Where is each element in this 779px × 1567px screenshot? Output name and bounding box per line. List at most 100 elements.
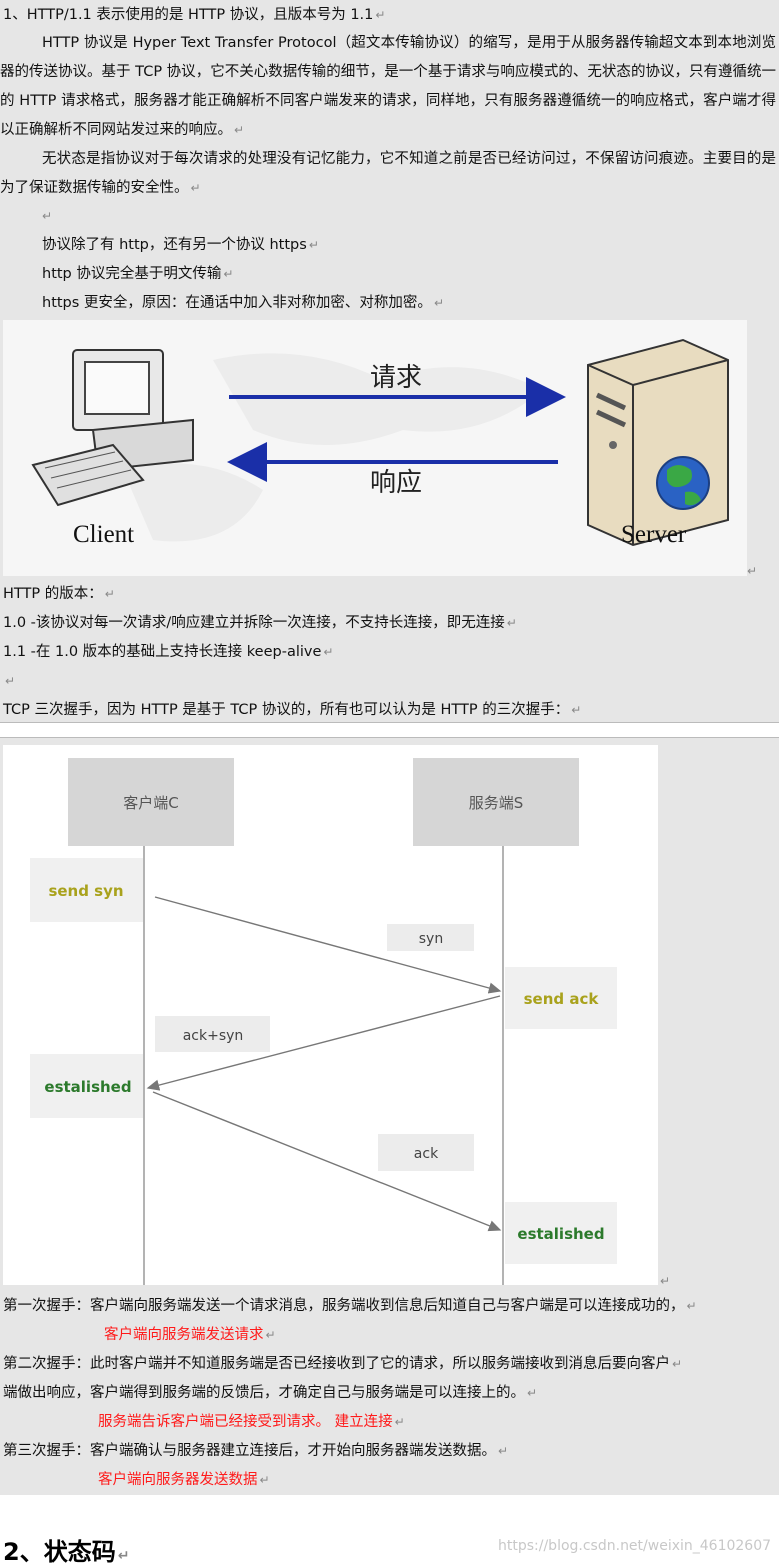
paragraph-mark: ↵ <box>42 209 53 223</box>
paragraph-mark: ↵ <box>234 123 245 137</box>
version-1-0: 1.0 -该协议对每一次请求/响应建立并拆除一次连接，不支持长连接，即无连接↵ <box>3 613 517 637</box>
server-header-box <box>413 758 579 846</box>
second-handshake-line1: 第二次握手：此时客户端并不知道服务端是否已经接收到了它的请求，所以服务端接收到消… <box>3 1354 682 1378</box>
syn-label-box <box>387 924 474 951</box>
paragraph-mark: ↵ <box>672 1357 683 1371</box>
second-handshake-note: 服务端告诉客户端已经接受到请求。 建立连接↵ <box>98 1412 405 1436</box>
section1-heading: 1、HTTP/1.1 表示使用的是 HTTP 协议，且版本号为 1.1↵ <box>3 5 385 29</box>
paragraph-mark: ↵ <box>394 1415 405 1429</box>
tcp-intro-text: TCP 三次握手，因为 HTTP 是基于 TCP 协议的，所有也可以认为是 HT… <box>3 702 570 718</box>
server-header-label: 服务端S <box>469 794 524 812</box>
server-label: Server <box>621 521 687 548</box>
paragraph-mark: ↵ <box>308 238 319 252</box>
section2-title-text: 2、状态码 <box>3 1538 116 1566</box>
note-encryption: https 更安全，原因：在通话中加入非对称加密、对称加密。↵ <box>42 293 444 317</box>
note3-text: https 更安全，原因：在通话中加入非对称加密、对称加密。 <box>42 295 432 311</box>
paragraph-mark: ↵ <box>323 645 334 659</box>
paragraph-mark: ↵ <box>498 1444 509 1458</box>
ack-label-box <box>378 1134 474 1171</box>
p1-line-3: 的协议，只有遵循统一的 HTTP 请求格式，服务器才能正确解析不同客户端发来的请… <box>0 64 777 109</box>
third-handshake-note: 客户端向服务器发送数据↵ <box>98 1470 270 1494</box>
paragraph-mark: ↵ <box>104 587 115 601</box>
paragraph-mark: ↵ <box>571 703 582 717</box>
request-label: 请求 <box>370 363 422 393</box>
figure-end-mark: ↵ <box>658 1271 670 1295</box>
version-1-0-text: 1.0 -该协议对每一次请求/响应建立并拆除一次连接，不支持长连接，即无连接 <box>3 615 505 631</box>
world-map-shape-2 <box>123 463 263 542</box>
response-label: 响应 <box>370 468 422 498</box>
page-break-separator <box>0 722 779 738</box>
version-1-1-text: 1.1 -在 1.0 版本的基础上支持长连接 keep-alive <box>3 644 322 660</box>
send-ack-box <box>505 967 617 1029</box>
empty-line: ↵ <box>3 671 15 695</box>
client-established-box <box>30 1054 143 1118</box>
watermark: https://blog.csdn.net/weixin_46102607 <box>498 1538 772 1554</box>
first-handshake-note: 客户端向服务端发送请求↵ <box>104 1325 276 1349</box>
section2-title: 2、状态码↵ <box>3 1532 129 1567</box>
server-established-label: estalished <box>517 1225 604 1243</box>
paragraph-mark: ↵ <box>265 1328 276 1342</box>
send-ack-label: send ack <box>524 990 600 1008</box>
p1-line-1: HTTP 协议是 Hyper Text Transfer Protocol（超文… <box>42 35 733 51</box>
ack-syn-arrow <box>146 995 501 1091</box>
server-established-box <box>505 1202 617 1264</box>
note-plaintext: http 协议完全基于明文传输↵ <box>42 264 233 288</box>
third-handshake-note-text: 客户端向服务器发送数据 <box>98 1472 258 1488</box>
empty-line: ↵ <box>40 206 52 230</box>
paragraph-mark: ↵ <box>223 267 234 281</box>
paragraph-mark: ↵ <box>506 616 517 630</box>
p2-line-1: 无状态是指协议对于每次请求的处理没有记忆能力，它不知道之前是否已经访问过，不保留… <box>42 151 703 167</box>
syn-label: syn <box>419 931 443 947</box>
second-handshake-text-1: 第二次握手：此时客户端并不知道服务端是否已经接收到了它的请求，所以服务端接收到消… <box>3 1356 670 1372</box>
paragraph-mark: ↵ <box>433 296 444 310</box>
paragraph-mark: ↵ <box>686 1299 697 1313</box>
ack-syn-label-box <box>155 1016 270 1052</box>
paragraph-mark: ↵ <box>375 8 386 22</box>
version-1-1: 1.1 -在 1.0 版本的基础上支持长连接 keep-alive↵ <box>3 642 333 666</box>
versions-heading-text: HTTP 的版本： <box>3 586 103 602</box>
paragraph-mark: ↵ <box>747 564 758 578</box>
note2-text: http 协议完全基于明文传输 <box>42 266 222 282</box>
first-handshake: 第一次握手：客户端向服务端发送一个请求消息，服务端收到信息后知道自己与客户端是可… <box>3 1296 697 1320</box>
client-header-box <box>68 758 234 846</box>
ack-label: ack <box>414 1146 439 1162</box>
p2-line-2: 主要目的是为了保证数据传输的安全性。 <box>0 151 777 196</box>
server-icon <box>587 338 729 547</box>
send-syn-label: send syn <box>48 882 123 900</box>
stateless-paragraph: 无状态是指协议对于每次请求的处理没有记忆能力，它不知道之前是否已经访问过，不保留… <box>0 145 776 203</box>
figure-end-mark: ↵ <box>745 561 757 585</box>
computer-icon <box>31 349 194 507</box>
paragraph-mark: ↵ <box>660 1274 671 1288</box>
syn-arrow <box>154 896 502 994</box>
p1-line-4: 务器遵循统一的响应格式，客户端才得以正确解析不同网站发过来的响应。 <box>0 93 776 138</box>
paragraph-mark: ↵ <box>190 181 201 195</box>
world-map-shape <box>213 353 543 445</box>
third-handshake: 第三次握手：客户端确认与服务器建立连接后，才开始向服务器端发送数据。↵ <box>3 1441 508 1465</box>
paragraph-mark: ↵ <box>527 1386 538 1400</box>
first-handshake-note-text: 客户端向服务端发送请求 <box>104 1327 264 1343</box>
versions-heading: HTTP 的版本：↵ <box>3 584 115 608</box>
paragraph-mark: ↵ <box>259 1473 270 1487</box>
http-definition-paragraph: HTTP 协议是 Hyper Text Transfer Protocol（超文… <box>0 29 776 145</box>
section1-heading-text: 1、HTTP/1.1 表示使用的是 HTTP 协议，且版本号为 1.1 <box>3 7 374 23</box>
client-header-label: 客户端C <box>123 794 178 812</box>
note-https: 协议除了有 http，还有另一个协议 https↵ <box>42 235 319 259</box>
second-handshake-text-2: 端做出响应，客户端得到服务端的反馈后，才确定自己与服务端是可以连接上的。 <box>3 1385 525 1401</box>
client-server-figure: 请求 响应 Client Server <box>3 320 747 576</box>
ack-syn-label: ack+syn <box>183 1028 244 1044</box>
tcp-intro: TCP 三次握手，因为 HTTP 是基于 TCP 协议的，所有也可以认为是 HT… <box>3 700 581 724</box>
p1-line-2: 地浏览器的传送协议。基于 TCP 协议，它不关心数据传输的细节，是一个基于请求与… <box>0 35 776 80</box>
tcp-handshake-figure: 客户端C 服务端S send syn syn send ack ack+syn … <box>3 745 658 1285</box>
second-handshake-note-text: 服务端告诉客户端已经接受到请求。 建立连接 <box>98 1414 393 1430</box>
client-established-label: estalished <box>44 1078 131 1096</box>
paragraph-mark: ↵ <box>5 674 16 688</box>
second-handshake-line2: 端做出响应，客户端得到服务端的反馈后，才确定自己与服务端是可以连接上的。↵ <box>3 1383 537 1407</box>
client-label: Client <box>73 521 134 548</box>
ack-arrow <box>152 1091 502 1232</box>
first-handshake-text: 第一次握手：客户端向服务端发送一个请求消息，服务端收到信息后知道自己与客户端是可… <box>3 1298 685 1314</box>
paragraph-mark: ↵ <box>117 1548 130 1564</box>
globe-icon <box>656 456 710 510</box>
third-handshake-text: 第三次握手：客户端确认与服务器建立连接后，才开始向服务器端发送数据。 <box>3 1443 496 1459</box>
note1-text: 协议除了有 http，还有另一个协议 https <box>42 237 307 253</box>
send-syn-box <box>30 858 143 922</box>
